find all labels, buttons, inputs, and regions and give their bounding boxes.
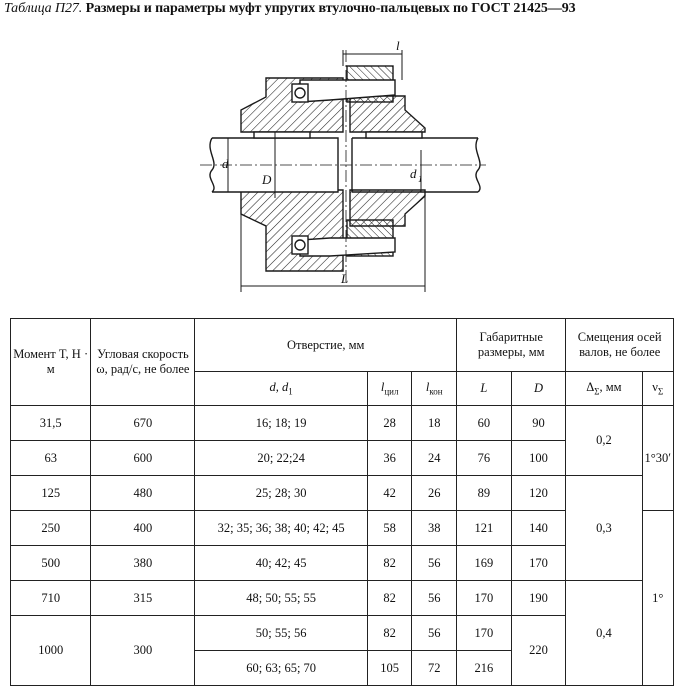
cell-L: 170	[456, 580, 512, 616]
cell-l-con: 26	[411, 475, 458, 511]
cell-l-con: 18	[411, 405, 458, 441]
cell-L: 169	[456, 545, 512, 581]
cell-bore: 50; 55; 56	[194, 615, 368, 651]
dim-l: l	[396, 38, 400, 53]
header-D: D	[510, 371, 567, 406]
cell-moment: 31,5	[9, 405, 92, 441]
table-row: 125 480 25; 28; 30 42 26 89 120 0,3	[9, 475, 674, 581]
table-caption: Размеры и параметры муфт упругих втулочн…	[85, 1, 576, 16]
cell-moment: 500	[9, 545, 92, 581]
cell-moment: 710	[9, 580, 92, 616]
table-row: 63 600 20; 22;24 36 24 76 100	[9, 440, 674, 476]
cell-D: 90	[510, 405, 567, 441]
cell-bore: 60; 63; 65; 70	[194, 650, 368, 686]
cell-D: 190	[510, 580, 567, 616]
cell-L: 76	[456, 440, 512, 476]
cell-moment: 1000	[9, 615, 92, 686]
table-row: 31,5 670 16; 18; 19 28 18 60 90 0,2 1°30…	[9, 405, 675, 511]
drawing-body	[200, 50, 486, 292]
cell-nu: 1°	[641, 510, 675, 686]
dim-L: L	[340, 271, 348, 286]
cell-l-cyl: 82	[366, 615, 413, 651]
cell-L: 89	[456, 475, 512, 511]
cell-speed: 300	[90, 615, 196, 686]
table-row: 710 315 48; 50; 55; 55 82 56 170 190 0,4	[9, 580, 674, 686]
cell-L: 60	[456, 405, 512, 441]
dim-d: d	[222, 156, 229, 171]
header-delta: ΔΣ, мм	[565, 371, 643, 406]
cell-delta: 0,4	[565, 580, 643, 686]
header-bore: Отверстие, мм	[194, 318, 458, 372]
left-hub-lower	[240, 189, 344, 272]
cell-D: 140	[510, 510, 567, 546]
key-left	[253, 131, 311, 139]
cell-bore: 16; 18; 19	[194, 405, 368, 441]
key-right	[365, 131, 423, 139]
cell-delta: 0,2	[565, 405, 643, 476]
table-row: 60; 63; 65; 70 105 72 216	[11, 650, 674, 686]
cell-speed: 670	[90, 405, 196, 441]
table-number: Таблица П27.	[4, 1, 83, 16]
shaft-break-left	[209, 137, 215, 193]
cell-D: 170	[510, 545, 567, 581]
cell-L: 170	[456, 615, 512, 651]
header-nu: νΣ	[641, 371, 675, 406]
cell-moment: 63	[9, 440, 92, 476]
header-moment: Момент T, Н · м	[9, 318, 92, 406]
pin-lower	[299, 237, 396, 257]
dim-d1: d	[410, 166, 417, 181]
cell-l-cyl: 82	[366, 580, 413, 616]
cell-speed: 480	[90, 475, 196, 511]
table-row: 250 400 32; 35; 36; 38; 40; 42; 45 58 38…	[9, 510, 675, 686]
cell-l-cyl: 28	[366, 405, 413, 441]
cell-L: 216	[456, 650, 512, 686]
cell-speed: 315	[90, 580, 196, 616]
cell-speed: 380	[90, 545, 196, 581]
cell-l-con: 38	[411, 510, 458, 546]
cell-l-con: 56	[411, 580, 458, 616]
dim-d1-sub: 1	[418, 174, 423, 184]
cell-bore: 48; 50; 55; 55	[194, 580, 368, 616]
cell-l-con: 56	[411, 545, 458, 581]
header-L: L	[456, 371, 512, 406]
cell-bore: 25; 28; 30	[194, 475, 368, 511]
dim-D: D	[261, 172, 272, 187]
cell-bore: 32; 35; 36; 38; 40; 42; 45	[194, 510, 368, 546]
table-row: 1000 300 50; 55; 56 82 56 170 220	[9, 615, 674, 686]
header-d-d1: d, d1	[194, 371, 368, 406]
cell-nu: 1°30′	[641, 405, 675, 511]
cell-bore: 20; 22;24	[194, 440, 368, 476]
cell-speed: 600	[90, 440, 196, 476]
cell-D: 100	[510, 440, 567, 476]
header-l-con: lкон	[411, 371, 458, 406]
cell-l-cyl: 82	[366, 545, 413, 581]
cell-D: 220	[510, 615, 567, 686]
cell-L: 121	[456, 510, 512, 546]
header-overall: Габаритные размеры, мм	[456, 318, 567, 372]
cell-l-cyl: 36	[366, 440, 413, 476]
cell-delta: 0,3	[565, 475, 643, 581]
coupling-drawing: l d D d 1 L	[200, 38, 486, 292]
cell-l-cyl: 42	[366, 475, 413, 511]
cell-l-con: 56	[411, 615, 458, 651]
cell-speed: 400	[90, 510, 196, 546]
cell-moment: 125	[9, 475, 92, 511]
header-speed: Угловая скорость ω, рад/с, не более	[90, 318, 196, 406]
header-l-cyl: lцил	[366, 371, 413, 406]
cell-D: 120	[510, 475, 567, 511]
shaft-break-right	[475, 137, 481, 193]
cell-l-cyl: 105	[366, 650, 413, 686]
header-offsets: Смещения осей валов, не более	[565, 318, 674, 372]
cell-moment: 250	[9, 510, 92, 546]
cell-l-con: 72	[411, 650, 458, 686]
coupling-table: Момент T, Н · м Угловая скорость ω, рад/…	[9, 318, 675, 686]
cell-l-con: 24	[411, 440, 458, 476]
cell-bore: 40; 42; 45	[194, 545, 368, 581]
table-title: Таблица П27. Размеры и параметры муфт уп…	[4, 1, 680, 17]
cell-l-cyl: 58	[366, 510, 413, 546]
